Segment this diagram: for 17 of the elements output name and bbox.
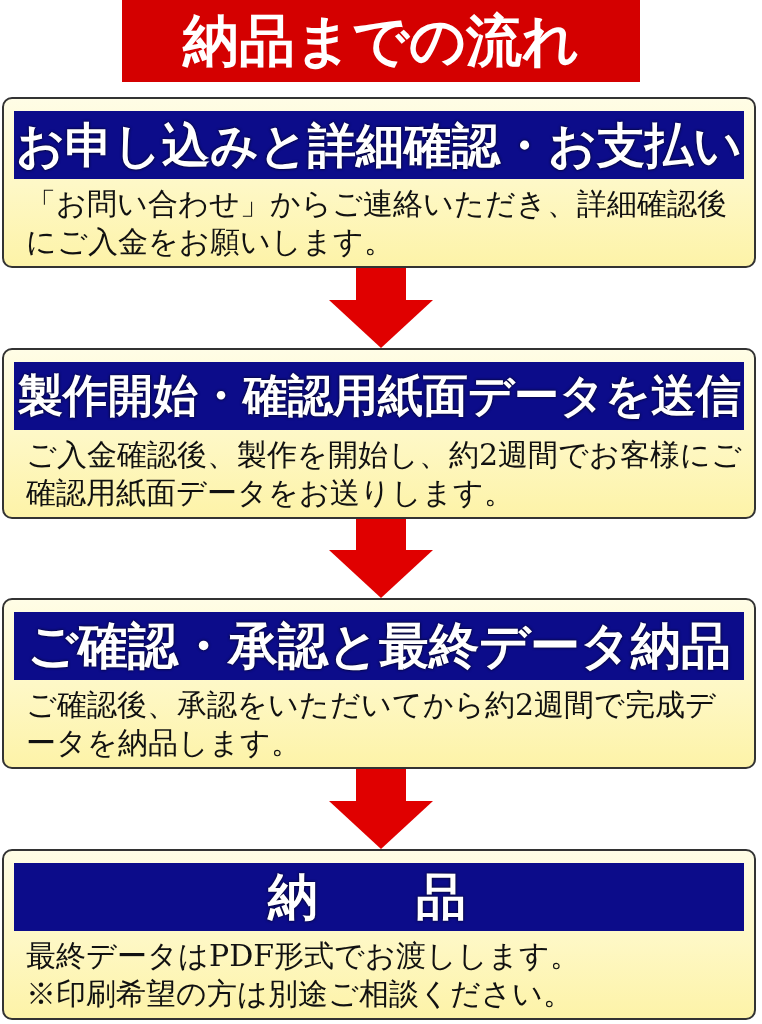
step-description: ※印刷希望の方は別途ご相談ください。: [26, 975, 574, 1013]
step-heading: 製作開始・確認用紙面データを送信: [14, 362, 744, 430]
step-description: ご入金確認後、製作を開始し、約2週間でお客様にご確認用紙面データをお送りします。: [26, 436, 744, 512]
arrow: [329, 519, 433, 598]
step-heading: ご確認・承認と最終データ納品: [14, 612, 744, 680]
step-description: ご確認後、承認をいただいてから約2週間で完成データを納品します。: [26, 686, 718, 762]
step-box: [2, 598, 756, 769]
step-box: [2, 97, 756, 268]
title-banner: 納品までの流れ: [122, 0, 640, 82]
step-description: 最終データはPDF形式でお渡しします。: [26, 937, 582, 975]
arrow: [329, 268, 433, 348]
step-heading: 納 品: [14, 863, 744, 931]
step-box: [2, 849, 756, 1020]
step-description: 「お問い合わせ」からご連絡いただき、詳細確認後にご入金をお願いします。: [26, 185, 728, 261]
step-heading: お申し込みと詳細確認・お支払い: [14, 111, 744, 179]
arrow: [329, 769, 433, 849]
step-box: [2, 348, 756, 519]
